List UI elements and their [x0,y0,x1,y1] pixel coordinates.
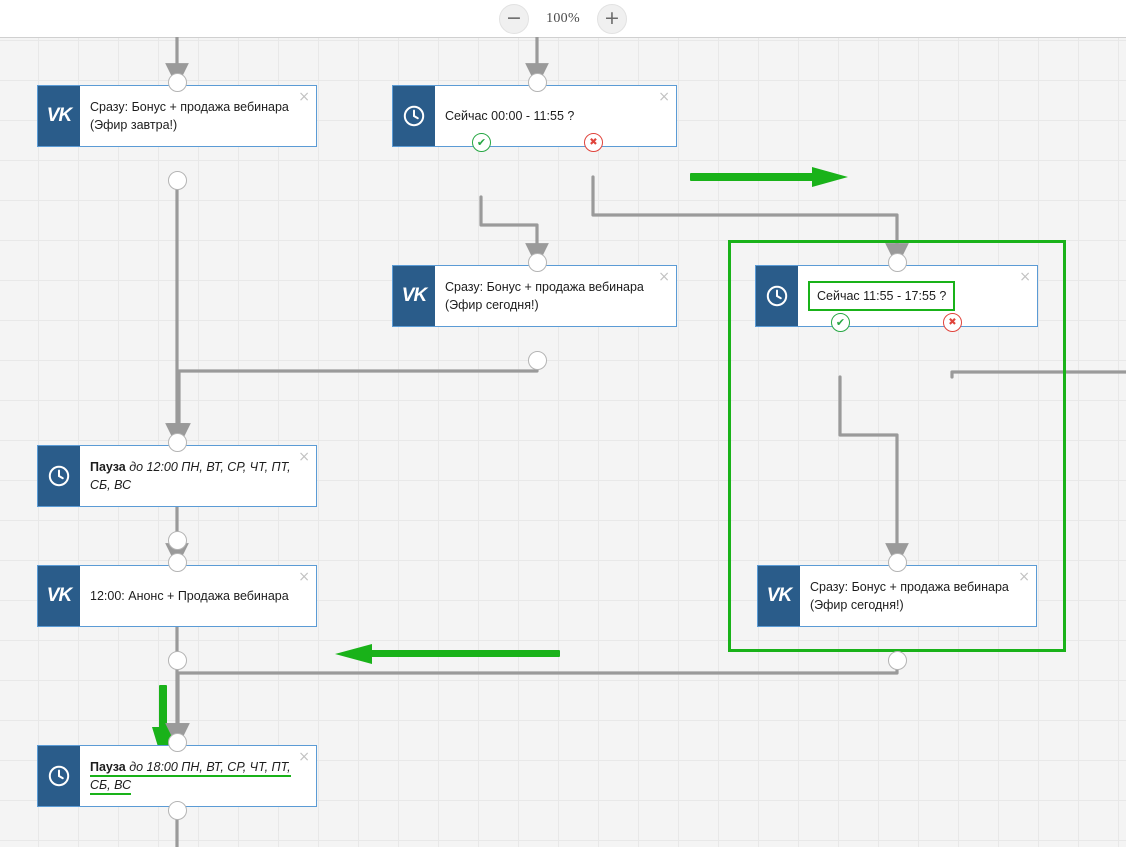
node-label: Пауза до 12:00 ПН, ВТ, СР, ЧТ, ПТ, СБ, В… [90,458,292,494]
vk-wordmark: VK [766,585,792,606]
clock-glyph [48,765,70,787]
node-body: 12:00: Анонс + Продажа вебинара [80,566,316,626]
node-label-italic: до 12:00 ПН, ВТ, СР, ЧТ, ПТ, СБ, ВС [90,459,291,492]
port-out-vk-bonus-today-mid[interactable] [528,351,547,370]
link-vkright-to-pause1800 [166,665,899,748]
node-label: Сейчас 11:55 - 17:55 ? [808,280,956,312]
close-icon[interactable]: × [1018,569,1030,585]
port-out-no-cond-0000-1155[interactable] [584,133,603,152]
node-label: Сразу: Бонус + продажа вебинара (Эфир се… [810,578,1009,614]
port-out-yes-cond-0000-1155[interactable] [472,133,491,152]
port-in-vk-bonus-today-right[interactable] [888,553,907,572]
node-body: Пауза до 18:00 ПН, ВТ, СР, ЧТ, ПТ, СБ, В… [80,746,316,806]
node-vk-bonus-tomorrow[interactable]: VK Сразу: Бонус + продажа вебинара (Эфир… [37,85,317,147]
port-out-vk-bonus-tomorrow[interactable] [168,171,187,190]
node-label: 12:00: Анонс + Продажа вебинара [90,588,289,603]
node-label-line1: Сразу: Бонус + продажа вебинара [445,279,644,294]
link-vkmid-to-pause [167,365,539,448]
selection-frame [728,240,1066,652]
zoom-level-label: 100% [546,10,580,26]
clock-icon [756,266,798,326]
clock-icon [38,746,80,806]
node-label: Пауза до 18:00 ПН, ВТ, СР, ЧТ, ПТ, СБ, В… [90,758,292,795]
port-out-no-cond-1155-1755[interactable] [943,313,962,332]
vk-logo-icon: VK [393,266,435,326]
node-body: Сейчас 00:00 - 11:55 ? [435,86,676,146]
close-icon[interactable]: × [298,749,310,765]
port-in-vk-bonus-tomorrow[interactable] [168,73,187,92]
link-cond2-ok [838,375,909,568]
vk-logo-icon: VK [38,566,80,626]
port-in-pause-1200[interactable] [168,433,187,452]
node-body: Сразу: Бонус + продажа вебинара (Эфир за… [80,86,316,146]
node-label: Сразу: Бонус + продажа вебинара (Эфир се… [445,278,644,314]
node-body: Сразу: Бонус + продажа вебинара (Эфир се… [435,266,676,326]
node-vk-anons-1200[interactable]: VK 12:00: Анонс + Продажа вебинара × [37,565,317,627]
link-cond1-ok [479,195,549,268]
vk-wordmark: VK [46,105,72,126]
port-out-yes-cond-1155-1755[interactable] [831,313,850,332]
node-label-line2: (Эфир завтра!) [90,118,178,132]
vk-logo-icon: VK [38,86,80,146]
node-pause-1200[interactable]: Пауза до 12:00 ПН, ВТ, СР, ЧТ, ПТ, СБ, В… [37,445,317,507]
node-label-bold: Пауза [90,759,126,774]
plus-circle-icon: + [604,7,620,29]
vk-wordmark: VK [46,585,72,606]
node-cond-1155-1755[interactable]: Сейчас 11:55 - 17:55 ? × [755,265,1038,327]
close-icon[interactable]: × [298,569,310,585]
clock-glyph [403,105,425,127]
port-out-vk-bonus-today-right[interactable] [888,651,907,670]
clock-icon [393,86,435,146]
node-label-italic: до 18:00 ПН, ВТ, СР, ЧТ, ПТ, СБ, ВС [90,759,291,792]
node-body: Сейчас 11:55 - 17:55 ? [798,266,1037,326]
port-out-vk-anons-1200[interactable] [168,651,187,670]
close-icon[interactable]: × [1019,269,1031,285]
node-body: Пауза до 12:00 ПН, ВТ, СР, ЧТ, ПТ, СБ, В… [80,446,316,506]
clock-glyph [48,465,70,487]
flow-canvas[interactable]: VK Сразу: Бонус + продажа вебинара (Эфир… [0,37,1126,847]
node-label-line1: Сразу: Бонус + продажа вебинара [90,99,289,114]
close-icon[interactable]: × [658,89,670,105]
vk-logo-icon: VK [758,566,800,626]
port-out-pause-1200[interactable] [168,531,187,550]
close-icon[interactable]: × [298,449,310,465]
node-vk-bonus-today-right[interactable]: VK Сразу: Бонус + продажа вебинара (Эфир… [757,565,1037,627]
zoom-out-button[interactable]: − [499,3,529,34]
highlighted-condition-text: Сейчас 11:55 - 17:55 ? [808,280,956,312]
port-in-cond-0000-1155[interactable] [528,73,547,92]
node-cond-0000-1155[interactable]: Сейчас 00:00 - 11:55 ? × [392,85,677,147]
node-label: Сразу: Бонус + продажа вебинара (Эфир за… [90,98,289,134]
node-label: Сейчас 00:00 - 11:55 ? [445,108,575,123]
port-in-vk-anons-1200[interactable] [168,553,187,572]
link-cond1-no [591,175,909,268]
clock-icon [38,446,80,506]
zoom-in-button[interactable]: + [597,3,627,34]
link-cond2-no [950,370,1126,379]
close-icon[interactable]: × [298,89,310,105]
node-pause-1800[interactable]: Пауза до 18:00 ПН, ВТ, СР, ЧТ, ПТ, СБ, В… [37,745,317,807]
port-out-pause-1800[interactable] [168,801,187,820]
zoom-toolbar: − 100% + [0,0,1126,37]
port-in-pause-1800[interactable] [168,733,187,752]
clock-glyph [766,285,788,307]
node-label-line2: (Эфир сегодня!) [810,598,904,612]
node-label-bold: Пауза [90,459,126,474]
node-label-line1: Сразу: Бонус + продажа вебинара [810,579,1009,594]
vk-wordmark: VK [401,285,427,306]
node-label-line2: (Эфир сегодня!) [445,298,539,312]
close-icon[interactable]: × [658,269,670,285]
node-body: Сразу: Бонус + продажа вебинара (Эфир се… [800,566,1036,626]
minus-circle-icon: − [506,7,522,29]
port-in-vk-bonus-today-mid[interactable] [528,253,547,272]
node-vk-bonus-today-mid[interactable]: VK Сразу: Бонус + продажа вебинара (Эфир… [392,265,677,327]
port-in-cond-1155-1755[interactable] [888,253,907,272]
